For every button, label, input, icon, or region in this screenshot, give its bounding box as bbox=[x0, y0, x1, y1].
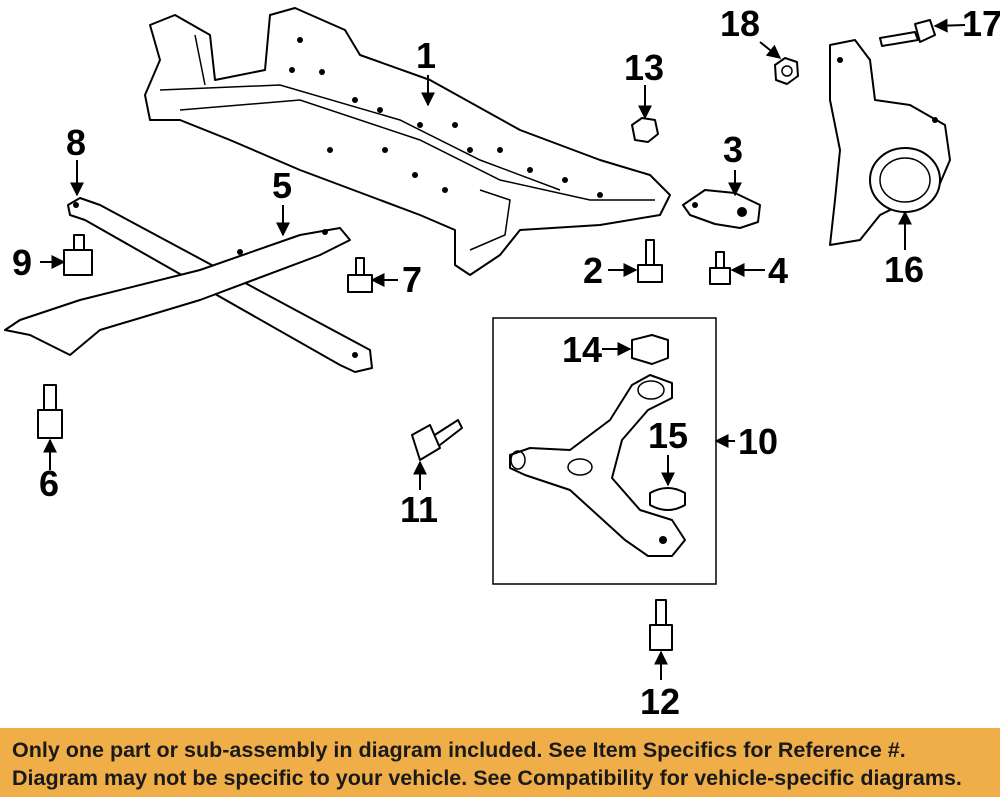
bracket-drawing bbox=[682, 189, 761, 229]
brace-drawing bbox=[4, 197, 373, 373]
disclaimer-banner: Only one part or sub-assembly in diagram… bbox=[0, 728, 1000, 797]
callout-7: 7 bbox=[402, 259, 422, 300]
callout-4: 4 bbox=[768, 250, 788, 291]
callout-14: 14 bbox=[562, 329, 602, 370]
callout-2: 2 bbox=[583, 250, 603, 291]
callout-labels: 1 2 3 4 5 6 7 8 9 10 11 12 13 14 15 16 1… bbox=[12, 3, 1000, 722]
callout-10: 10 bbox=[738, 421, 778, 462]
callout-16: 16 bbox=[884, 249, 924, 290]
callout-5: 5 bbox=[272, 165, 292, 206]
callout-8: 8 bbox=[66, 122, 86, 163]
callout-9: 9 bbox=[12, 242, 32, 283]
control-arm-assembly bbox=[492, 317, 717, 585]
knuckle-drawing bbox=[829, 39, 951, 246]
leader-lines bbox=[40, 18, 966, 680]
fasteners bbox=[37, 19, 936, 651]
callout-6: 6 bbox=[39, 463, 59, 504]
callout-12: 12 bbox=[640, 681, 680, 722]
callout-11: 11 bbox=[400, 489, 438, 530]
callout-18: 18 bbox=[720, 3, 760, 44]
callout-13: 13 bbox=[624, 47, 664, 88]
parts-diagram: 1 2 3 4 5 6 7 8 9 10 11 12 13 14 15 16 1… bbox=[4, 3, 1000, 722]
disclaimer-line-2: Diagram may not be specific to your vehi… bbox=[12, 766, 962, 790]
callout-1: 1 bbox=[416, 35, 436, 76]
callout-17: 17 bbox=[962, 3, 1000, 44]
crossmember-drawing bbox=[144, 7, 671, 276]
callout-15: 15 bbox=[648, 415, 688, 456]
disclaimer-line-1: Only one part or sub-assembly in diagram… bbox=[12, 738, 906, 762]
callout-3: 3 bbox=[723, 129, 743, 170]
